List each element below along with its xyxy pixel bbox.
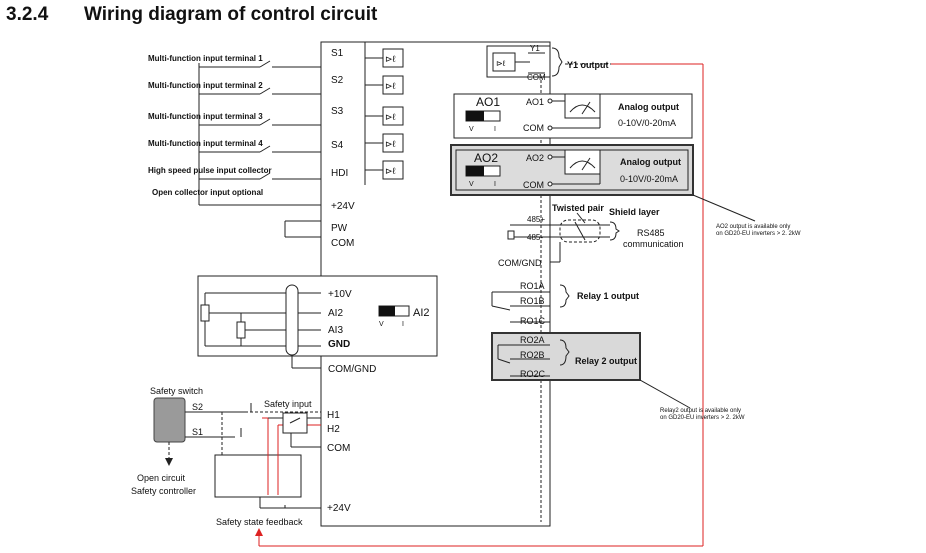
relay2-note-line-1: Relay2 output is available only bbox=[660, 408, 741, 414]
relay1-output-label: Relay 1 output bbox=[577, 291, 639, 301]
ao2-note-leader bbox=[692, 194, 756, 222]
terminal-com-gnd-right: COM/GND bbox=[498, 258, 542, 268]
input-optocouplers: ⊳ℓ ⊳ℓ ⊳ℓ ⊳ℓ ⊳ℓ bbox=[364, 42, 404, 185]
terminal-485-plus: 485+ bbox=[527, 215, 545, 224]
ao1-meter bbox=[564, 93, 601, 119]
terminal-ro2b: RO2B bbox=[520, 350, 545, 360]
safety-feedback-loop bbox=[255, 63, 704, 547]
terminal-pw: PW bbox=[331, 223, 348, 234]
terminal-hdi: HDI bbox=[331, 168, 348, 179]
terminal-ro1c: RO1C bbox=[520, 316, 546, 326]
rs485-wiring bbox=[507, 212, 620, 263]
shield-cable bbox=[285, 284, 299, 356]
terminal-24v-safety: +24V bbox=[327, 503, 351, 514]
section-number: 3.2.4 bbox=[6, 4, 49, 25]
terminal-com-safety: COM bbox=[327, 443, 350, 454]
safety-input-label: Safety input bbox=[264, 399, 312, 409]
terminal-ao2: AO2 bbox=[526, 153, 544, 163]
y1-output-label: Y1 output bbox=[567, 60, 609, 70]
terminal-s2: S2 bbox=[331, 75, 344, 86]
relay2-note-leader bbox=[639, 379, 691, 409]
safety-controller-box bbox=[214, 454, 302, 498]
terminal-ao1-com: COM bbox=[523, 123, 544, 133]
ao2-analog-label: Analog output bbox=[620, 157, 681, 167]
mf-input-2-label: Multi-function input terminal 2 bbox=[148, 81, 263, 90]
safety-section bbox=[153, 397, 321, 509]
ao1-range-label: 0-10V/0-20mA bbox=[618, 118, 676, 128]
terminal-com-gnd: COM/GND bbox=[328, 364, 376, 375]
svg-text:⊳ℓ: ⊳ℓ bbox=[496, 59, 506, 68]
ao1-box-label: AO1 bbox=[476, 95, 500, 109]
potentiometer-1 bbox=[200, 304, 210, 322]
ao2-note-line-2: on GD20-EU inverters > 2. 2kW bbox=[716, 231, 801, 237]
svg-text:⊳ℓ: ⊳ℓ bbox=[385, 54, 397, 64]
terminal-485-minus: 485- bbox=[527, 233, 543, 242]
relay2-output-label: Relay 2 output bbox=[575, 356, 637, 366]
terminal-s1: S1 bbox=[331, 48, 344, 59]
ao2-meter bbox=[564, 149, 601, 175]
terminal-ao1: AO1 bbox=[526, 97, 544, 107]
open-collector-label: Open collector input optional bbox=[152, 188, 263, 197]
safety-s2-label: S2 bbox=[192, 402, 203, 412]
terminal-ai2: AI2 bbox=[328, 308, 343, 319]
high-speed-pulse-label: High speed pulse input collector bbox=[148, 166, 272, 175]
ao2-box-label: AO2 bbox=[474, 151, 498, 165]
svg-text:⊳ℓ: ⊳ℓ bbox=[385, 81, 397, 91]
ao1-switch-i: I bbox=[494, 126, 496, 133]
rs485-comm-label: communication bbox=[623, 239, 684, 249]
open-circuit-label: Open circuit bbox=[137, 473, 186, 483]
terminal-h2: H2 bbox=[327, 424, 340, 435]
terminal-ai3: AI3 bbox=[328, 325, 343, 336]
safety-input-relay bbox=[282, 412, 308, 434]
potentiometer-2 bbox=[236, 321, 246, 339]
safety-switch-body bbox=[153, 397, 186, 443]
terminal-ro1b: RO1B bbox=[520, 296, 545, 306]
relay2-note-line-2: on GD20-EU inverters > 2. 2kW bbox=[660, 415, 745, 421]
terminal-y1: Y1 bbox=[530, 44, 540, 53]
input-wiring bbox=[198, 60, 321, 238]
shield-layer-label: Shield layer bbox=[609, 207, 660, 217]
ai2-switch-i: I bbox=[402, 321, 404, 328]
ao1-switch-v: V bbox=[469, 126, 474, 133]
safety-s1-label: S1 bbox=[192, 427, 203, 437]
ai2-switch-label: AI2 bbox=[413, 307, 430, 319]
terminal-h1: H1 bbox=[327, 410, 340, 421]
rs485-label: RS485 bbox=[637, 228, 665, 238]
safety-controller-label: Safety controller bbox=[131, 486, 196, 496]
terminal-ao2-com: COM bbox=[523, 180, 544, 190]
terminal-24v: +24V bbox=[331, 201, 355, 212]
terminal-10v: +10V bbox=[328, 289, 352, 300]
mf-input-4-label: Multi-function input terminal 4 bbox=[148, 139, 263, 148]
svg-text:⊳ℓ: ⊳ℓ bbox=[385, 166, 397, 176]
terminal-com: COM bbox=[331, 238, 354, 249]
mf-input-3-label: Multi-function input terminal 3 bbox=[148, 112, 263, 121]
ai2-switch-v: V bbox=[379, 321, 384, 328]
safety-switch-label: Safety switch bbox=[150, 386, 203, 396]
ao2-switch-v: V bbox=[469, 181, 474, 188]
terminal-y1-com: COM bbox=[527, 73, 546, 82]
terminal-ro1a: RO1A bbox=[520, 281, 545, 291]
relay1-wiring bbox=[491, 284, 570, 323]
section-title: Wiring diagram of control circuit bbox=[84, 4, 378, 25]
mf-input-1-label: Multi-function input terminal 1 bbox=[148, 54, 263, 63]
ao2-note-line-1: AO2 output is available only bbox=[716, 224, 790, 230]
safety-feedback-label: Safety state feedback bbox=[216, 517, 303, 527]
twisted-pair-label: Twisted pair bbox=[552, 203, 604, 213]
terminal-gnd: GND bbox=[328, 339, 350, 350]
ao2-switch-i: I bbox=[494, 181, 496, 188]
terminal-ro2a: RO2A bbox=[520, 335, 545, 345]
ao1-analog-label: Analog output bbox=[618, 102, 679, 112]
terminal-s4: S4 bbox=[331, 140, 344, 151]
terminal-ro2c: RO2C bbox=[520, 369, 546, 379]
ai2-dip-switch bbox=[378, 305, 410, 317]
svg-text:⊳ℓ: ⊳ℓ bbox=[385, 139, 397, 149]
relay2-wiring bbox=[497, 339, 570, 377]
terminal-s3: S3 bbox=[331, 106, 344, 117]
analog-input-wiring bbox=[200, 284, 321, 369]
ao2-range-label: 0-10V/0-20mA bbox=[620, 174, 678, 184]
svg-text:⊳ℓ: ⊳ℓ bbox=[385, 112, 397, 122]
